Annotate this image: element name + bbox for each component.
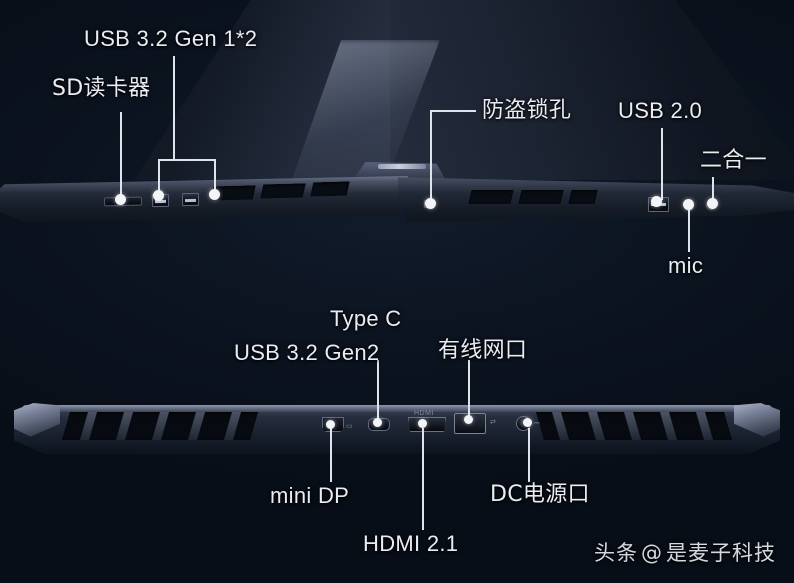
bottom-laptop-scene: ▭ HDMI ⇄ ⎓ Type C USB 3.2 Gen2 有线网口 mini… [0, 300, 794, 555]
leader-line-sd-reader [120, 112, 122, 198]
label-mic: mic [668, 253, 704, 278]
callout-dot-usb32-b [209, 189, 220, 200]
leader-line-usb32 [173, 56, 175, 160]
label-usb-2-0: USB 2.0 [618, 98, 703, 123]
watermark-platform: 头条 [594, 541, 638, 565]
callout-dot-hdmi [418, 419, 427, 428]
rear-vent-right [536, 412, 732, 440]
hdmi-port [408, 417, 446, 432]
callout-dot-sd-reader [115, 194, 126, 205]
callout-dot-mic [683, 199, 694, 210]
label-mini-dp: mini DP [270, 483, 350, 508]
mini-dp-marking: ▭ [346, 423, 354, 430]
label-usb-3-2-gen2: USB 3.2 Gen2 [234, 340, 380, 365]
leader-line-lock [430, 110, 432, 202]
leader-branch-usb32-b [214, 159, 216, 192]
label-hdmi-2-1: HDMI 2.1 [363, 531, 459, 556]
hdmi-marking: HDMI [414, 410, 434, 417]
leader-bracket-lock [430, 110, 476, 112]
callout-dot-combo-jack [707, 198, 718, 209]
leader-line-hdmi [422, 428, 424, 530]
callout-dot-type-c [373, 418, 382, 427]
callout-dot-lan [464, 415, 473, 424]
callout-dot-usb20 [651, 196, 662, 207]
leader-bracket-usb32 [158, 159, 216, 161]
label-dc-power: DC电源口 [490, 482, 590, 507]
leader-line-combo-jack [712, 177, 714, 203]
watermark: 头条@是麦子科技 [594, 537, 776, 567]
label-usb-3-2-gen1: USB 3.2 Gen 1*2 [84, 26, 258, 51]
leader-line-lan [468, 360, 470, 418]
watermark-at-symbol: @ [641, 541, 663, 565]
label-two-in-one-jack: 二合一 [700, 148, 767, 173]
laptop-base-left [0, 176, 412, 222]
hinge-highlight [378, 164, 426, 169]
top-laptop-scene: USB 3.2 Gen 1*2 SD读卡器 防盗锁孔 USB 2.0 二合一 m… [0, 0, 794, 277]
label-sd-card-reader: SD读卡器 [52, 76, 151, 101]
callout-dot-usb32-a [153, 190, 164, 201]
dc-marking: ⎓ [534, 420, 541, 427]
leader-line-dc [528, 428, 530, 482]
leader-line-mini-dp [330, 428, 332, 482]
label-kensington-lock: 防盗锁孔 [482, 98, 572, 123]
callout-dot-lock [425, 198, 436, 209]
leader-line-type-c [377, 360, 379, 422]
leader-line-mic [688, 206, 690, 252]
laptop-rear-lid-edge [22, 405, 772, 412]
watermark-account: 是麦子科技 [666, 541, 776, 565]
leader-branch-usb32-a [158, 159, 160, 193]
usb-a-port-2 [181, 192, 200, 207]
callout-dot-mini-dp [326, 420, 335, 429]
label-type-c: Type C [330, 306, 402, 331]
callout-dot-dc [523, 418, 532, 427]
lan-marking: ⇄ [490, 419, 497, 426]
leader-line-usb20 [661, 128, 663, 200]
rear-vent-left [62, 412, 258, 440]
label-wired-lan: 有线网口 [438, 338, 528, 363]
